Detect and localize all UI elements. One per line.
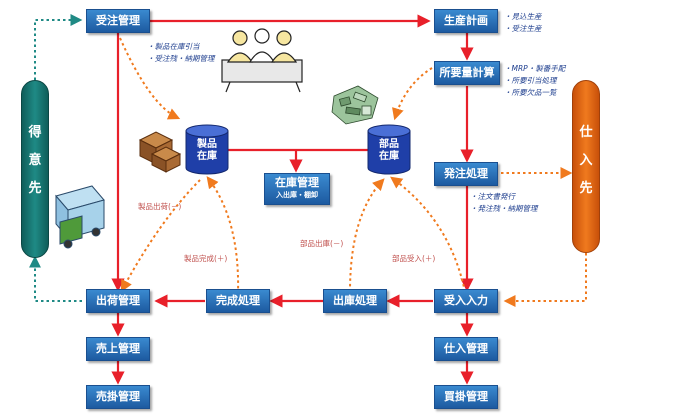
ukeire-nyuryoku-box[interactable]: 受入入力 [434,289,498,313]
delivery-truck-icon [55,185,105,249]
buhin-ukeire-label: 部品受入(＋) [392,254,436,263]
flow-shoyo-buhin-hikiate [392,67,433,121]
zaiko-kanri-subtitle: 入出庫・棚卸 [276,191,318,199]
seisan-keikaku-box[interactable]: 生産計画 [434,9,498,33]
seihin-shukka-label: 製品出荷(－) [138,202,182,211]
seisan-note-1: ・見込生産 [504,12,542,21]
seihin-zaiko-line1: 製品 [197,139,217,150]
hacchu-note-2: ・発注残・納期管理 [470,204,538,213]
tokuisaki-char-3: 先 [28,181,42,196]
office-people-icon [221,28,303,93]
kansei-shori-box[interactable]: 完成処理 [206,289,270,313]
seisan-notes: ・見込生産 ・受注生産 [504,11,542,35]
buhin-zaiko-store [367,124,411,175]
tokuisaki-char-1: 得 [28,125,42,140]
juchu-note-2: ・受注残・納期管理 [147,54,215,63]
flow-kansei-seihin [206,176,240,295]
urikake-kanri-box[interactable]: 売掛管理 [86,385,150,409]
shukko-shori-box[interactable]: 出庫処理 [323,289,387,313]
seihin-zaiko-label: 製品 在庫 [187,139,227,163]
seihin-zaiko-store [185,124,229,175]
flow-tokuisaki-juchu [34,14,83,80]
seisan-note-2: ・受注生産 [504,24,542,33]
hacchu-note-1: ・注文書発行 [470,192,515,201]
tokuisaki-char-2: 意 [28,153,42,168]
zaiko-kanri-box[interactable]: 在庫管理 入出庫・棚卸 [264,173,330,205]
flow-buhin-shukko [349,178,385,293]
buhin-zaiko-line2: 在庫 [379,151,399,162]
buhin-zaiko-line1: 部品 [379,139,399,150]
uriage-kanri-box[interactable]: 売上管理 [86,337,150,361]
flow-seihin-shukka [120,179,201,293]
hacchu-shori-box[interactable]: 発注処理 [434,162,498,186]
shoyo-note-1: ・MRP・製番手配 [504,64,566,73]
buhin-shukko-label: 部品出庫(－) [300,239,344,248]
shoyo-note-3: ・所要欠品一覧 [504,88,557,97]
shoyo-note-2: ・所要引当処理 [504,76,557,85]
flow-shiiresaki-ukeire [503,253,587,307]
juchu-kanri-box[interactable]: 受注管理 [86,9,150,33]
shukka-kanri-box[interactable]: 出荷管理 [86,289,150,313]
seihin-zaiko-line2: 在庫 [197,151,217,162]
zaiko-kanri-title: 在庫管理 [275,176,319,189]
flow-shukka-tokuisaki [29,255,82,302]
shoyo-notes: ・MRP・製番手配 ・所要引当処理 ・所要欠品一覧 [504,63,565,99]
flow-juchu-seihin-hikiate [119,37,181,120]
product-boxes-icon [138,131,182,173]
kaikake-kanri-box[interactable]: 買掛管理 [434,385,498,409]
seihin-kansei-label: 製品完成(＋) [184,254,228,263]
juchu-notes: ・製品在庫引当 ・受注残・納期管理 [147,41,215,65]
flow-ukeire-buhin [390,176,466,293]
shiiresaki-char-3: 先 [579,181,593,196]
shiiresaki-char-1: 仕 [579,125,593,140]
shiiresaki-char-2: 入 [579,153,593,168]
shoyoryo-keisan-box[interactable]: 所要量計算 [434,61,500,85]
shiiresaki-party[interactable]: 仕 入 先 [572,80,600,253]
shiire-kanri-box[interactable]: 仕入管理 [434,337,498,361]
parts-pile-icon [331,85,379,125]
hacchu-notes: ・注文書発行 ・発注残・納期管理 [470,191,538,215]
juchu-note-1: ・製品在庫引当 [147,42,200,51]
buhin-zaiko-label: 部品 在庫 [369,139,409,163]
tokuisaki-party[interactable]: 得 意 先 [21,80,49,258]
